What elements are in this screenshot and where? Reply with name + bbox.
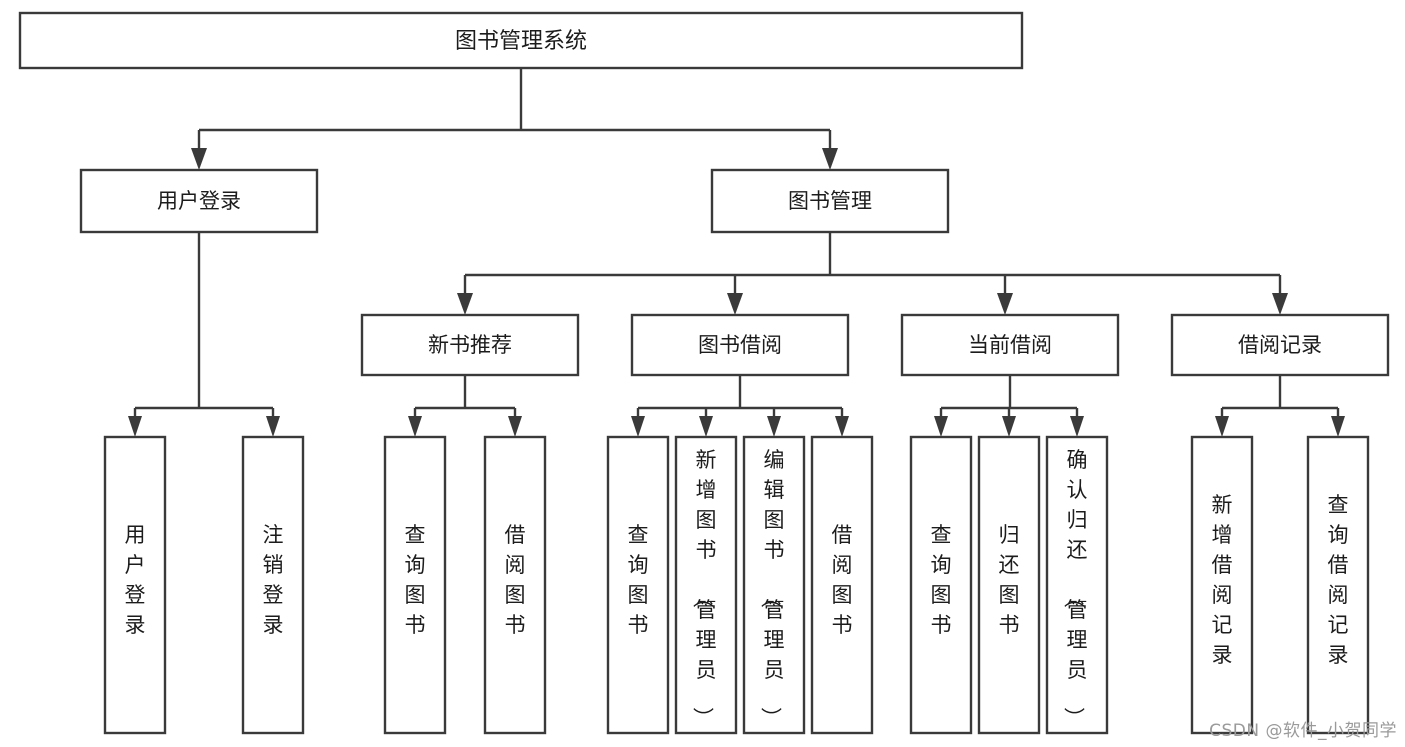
leaf-box[interactable]: [977, 435, 1041, 735]
node-book-manage[interactable]: 图书管理: [710, 168, 950, 234]
leaf-label: 新增图书（管理员）: [691, 448, 717, 728]
node-user-login[interactable]: 用户登录: [79, 168, 319, 234]
leaf-box[interactable]: [1190, 435, 1254, 735]
leaf-label: 借阅图书: [505, 523, 526, 637]
leaf-label: 新增借阅记录: [1212, 493, 1233, 667]
node-book-borrow[interactable]: 图书借阅: [630, 313, 850, 377]
node-book-manage-label: 图书管理: [788, 189, 872, 213]
leaf-node[interactable]: 借阅图书: [483, 435, 547, 735]
leaf-label: 借阅图书: [832, 523, 853, 637]
arrow-cb-leaf2: [1002, 416, 1016, 437]
node-borrow-record[interactable]: 借阅记录: [1170, 313, 1390, 377]
leaf-box[interactable]: [606, 435, 670, 735]
leaf-node[interactable]: 查询借阅记录: [1306, 435, 1370, 735]
arrow-bb-leaf1: [631, 416, 645, 437]
node-new-book-rec[interactable]: 新书推荐: [360, 313, 580, 377]
arrow-bb-leaf4: [835, 416, 849, 437]
node-root-box[interactable]: [18, 11, 1024, 70]
leaf-label: 查询借阅记录: [1328, 493, 1349, 667]
arrow-nb-leaf1: [408, 416, 422, 437]
arrow-bm-current-borrow: [997, 293, 1013, 315]
node-current-borrow-label: 当前借阅: [968, 333, 1052, 357]
leaf-box[interactable]: [674, 435, 738, 735]
node-borrow-record-label: 借阅记录: [1238, 333, 1322, 357]
leaf-node[interactable]: 查询图书: [606, 435, 670, 735]
leaf-label: 用户登录: [125, 523, 146, 637]
arrow-root-to-user-login: [191, 148, 207, 170]
connector-layer: [128, 68, 1345, 437]
node-book-borrow-label: 图书借阅: [698, 333, 782, 357]
node-user-login-box[interactable]: [79, 168, 319, 234]
arrow-bm-new-book-rec: [457, 293, 473, 315]
arrow-br-leaf1: [1215, 416, 1229, 437]
node-borrow-record-box[interactable]: [1170, 313, 1390, 377]
leaf-node[interactable]: 新增图书（管理员）: [674, 435, 738, 735]
leaf-box[interactable]: [103, 435, 167, 735]
leaf-label: 编辑图书（管理员）: [759, 448, 785, 728]
leaf-label: 注销登录: [263, 523, 284, 637]
arrow-cb-leaf3: [1070, 416, 1084, 437]
node-current-borrow-box[interactable]: [900, 313, 1120, 377]
leaf-box[interactable]: [241, 435, 305, 735]
leaf-box[interactable]: [1306, 435, 1370, 735]
leaf-node[interactable]: 借阅图书: [810, 435, 874, 735]
leaf-label: 查询图书: [405, 523, 426, 637]
arrow-br-leaf2: [1331, 416, 1345, 437]
leaf-label: 查询图书: [628, 523, 649, 637]
node-root[interactable]: 图书管理系统: [18, 11, 1024, 70]
leaf-label: 查询图书: [931, 523, 952, 637]
arrow-userlogin-leaf2: [266, 416, 280, 437]
arrow-root-to-book-manage: [822, 148, 838, 170]
leaf-node[interactable]: 注销登录: [241, 435, 305, 735]
arrow-cb-leaf1: [934, 416, 948, 437]
leaf-box[interactable]: [1045, 435, 1109, 735]
arrow-bb-leaf2: [699, 416, 713, 437]
leaf-label: 归还图书: [999, 523, 1020, 637]
arrow-bm-book-borrow: [727, 293, 743, 315]
leaf-box[interactable]: [383, 435, 447, 735]
leaf-node[interactable]: 编辑图书（管理员）: [742, 435, 806, 735]
leaf-box[interactable]: [909, 435, 973, 735]
leaf-box[interactable]: [742, 435, 806, 735]
leaf-node[interactable]: 归还图书: [977, 435, 1041, 735]
node-book-borrow-box[interactable]: [630, 313, 850, 377]
arrow-nb-leaf2: [508, 416, 522, 437]
leaf-node[interactable]: 查询图书: [909, 435, 973, 735]
arrow-bm-borrow-record: [1272, 293, 1288, 315]
node-user-login-label: 用户登录: [157, 189, 241, 213]
node-book-manage-box[interactable]: [710, 168, 950, 234]
leaf-label: 确认归还（管理员）: [1062, 448, 1088, 728]
leaf-node[interactable]: 用户登录: [103, 435, 167, 735]
leaf-box[interactable]: [483, 435, 547, 735]
node-new-book-rec-label: 新书推荐: [428, 333, 512, 357]
leaf-node[interactable]: 确认归还（管理员）: [1045, 435, 1109, 735]
arrow-userlogin-leaf1: [128, 416, 142, 437]
leaf-node[interactable]: 查询图书: [383, 435, 447, 735]
arrow-bb-leaf3: [767, 416, 781, 437]
node-new-book-rec-box[interactable]: [360, 313, 580, 377]
leaf-node[interactable]: 新增借阅记录: [1190, 435, 1254, 735]
node-current-borrow[interactable]: 当前借阅: [900, 313, 1120, 377]
node-root-label: 图书管理系统: [455, 29, 587, 54]
leaf-box[interactable]: [810, 435, 874, 735]
